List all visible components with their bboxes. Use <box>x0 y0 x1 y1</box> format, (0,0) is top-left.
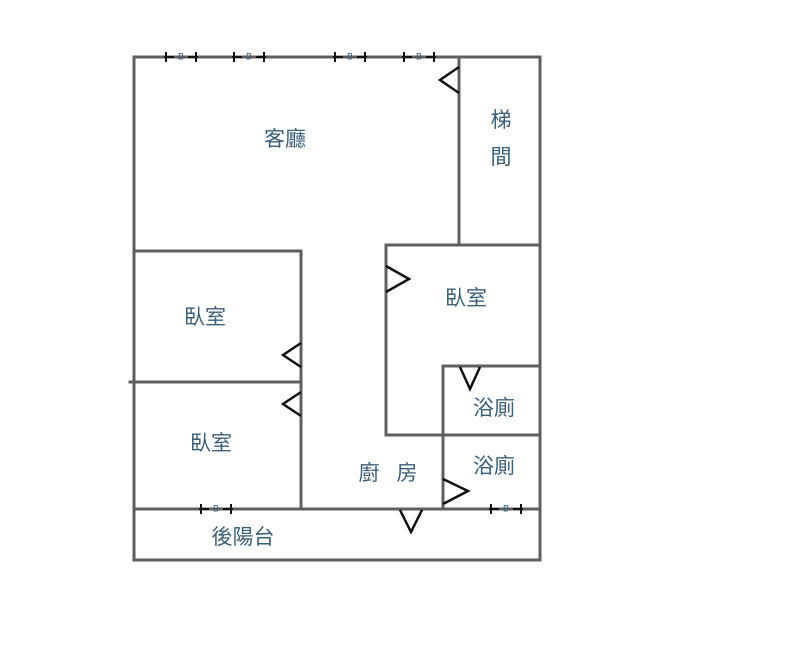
door-bathroom-1 <box>458 366 482 393</box>
window-marker: B <box>164 52 198 63</box>
label-bathroom-1: 浴廁 <box>473 396 515 420</box>
label-living-room: 客廳 <box>264 127 306 151</box>
svg-text:B: B <box>246 53 252 63</box>
svg-text:B: B <box>416 53 422 63</box>
window-marker: B <box>333 52 367 63</box>
window-marker: B <box>199 504 233 515</box>
doors <box>280 65 482 535</box>
label-bedroom-right: 臥室 <box>445 286 487 310</box>
label-kitchen-2: 房 <box>397 461 418 485</box>
window-marker: B <box>489 504 523 515</box>
svg-text:B: B <box>178 53 184 63</box>
room-labels: 客廳 梯 間 臥室 臥室 臥室 浴廁 浴廁 廚 房 後陽台 <box>184 108 515 549</box>
door-balcony <box>398 509 424 535</box>
door-bathroom-2 <box>442 477 471 506</box>
door-left-bedroom-1 <box>280 341 302 369</box>
door-right-bedroom <box>385 264 412 294</box>
svg-text:B: B <box>213 505 219 515</box>
window-marker: B <box>402 52 436 63</box>
door-left-bedroom-2 <box>280 390 302 418</box>
label-stair-top: 梯 <box>491 108 512 132</box>
windows: B B B B B B <box>164 52 523 515</box>
label-stair-bottom: 間 <box>491 145 512 169</box>
window-marker: B <box>232 52 266 63</box>
label-bedroom-left-top: 臥室 <box>184 305 226 329</box>
label-back-balcony: 後陽台 <box>212 525 275 549</box>
label-bedroom-left-bottom: 臥室 <box>190 431 232 455</box>
label-kitchen-1: 廚 <box>359 461 380 485</box>
label-bathroom-2: 浴廁 <box>473 454 515 478</box>
door-stair <box>437 65 460 95</box>
svg-text:B: B <box>347 53 353 63</box>
svg-text:B: B <box>503 505 509 515</box>
